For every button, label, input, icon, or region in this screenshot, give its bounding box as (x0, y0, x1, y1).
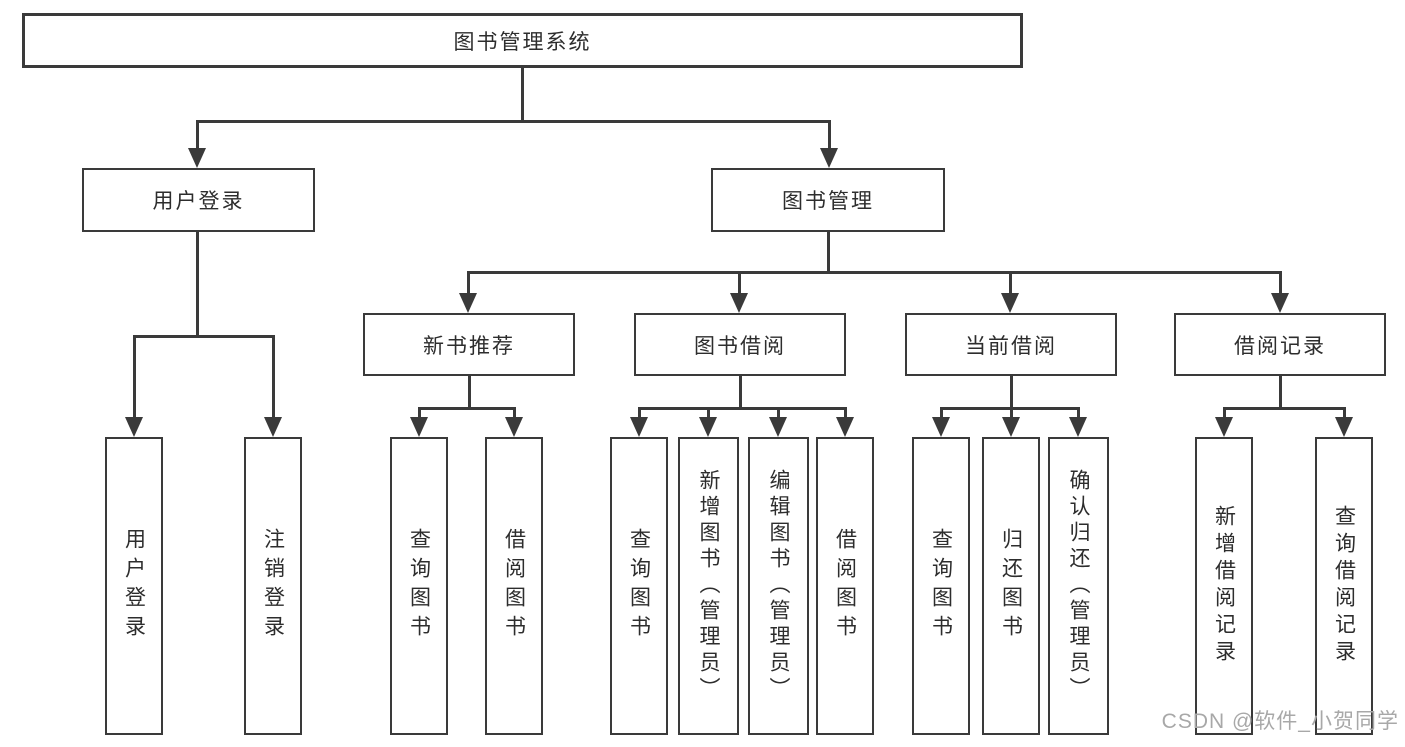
arrow-down-icon (836, 417, 854, 437)
connector-line (132, 335, 136, 419)
arrow-down-icon (932, 417, 950, 437)
leaf-query-books-2-label: 查询图书 (627, 528, 651, 644)
connector-line (939, 407, 943, 419)
leaf-user-login: 用户登录 (105, 437, 163, 735)
connector-line (417, 407, 421, 419)
leaf-logout-label: 注销登录 (261, 528, 285, 644)
leaf-borrow-books-2: 借阅图书 (816, 437, 874, 735)
connector-line (195, 120, 199, 150)
connector-line (1008, 271, 1012, 295)
connector-line (1278, 271, 1282, 295)
leaf-borrow-books-1-label: 借阅图书 (502, 528, 526, 644)
arrow-down-icon (820, 148, 838, 168)
leaf-return-books-label: 归还图书 (999, 528, 1023, 644)
leaf-query-books-1-label: 查询图书 (407, 528, 431, 644)
leaf-confirm-return-admin-label: 确认归还（管理员） (1067, 469, 1090, 703)
leaf-add-book-admin: 新增图书（管理员） (678, 437, 739, 735)
node-new-book-recommend: 新书推荐 (363, 313, 575, 376)
leaf-borrow-books-2-label: 借阅图书 (833, 528, 857, 644)
leaf-query-borrow-record-label: 查询借阅记录 (1332, 505, 1356, 667)
leaf-add-book-admin-label: 新增图书（管理员） (697, 469, 720, 703)
leaf-query-books-3-label: 查询图书 (929, 528, 953, 644)
leaf-borrow-books-1: 借阅图书 (485, 437, 543, 735)
connector-line (512, 407, 516, 419)
arrow-down-icon (1002, 417, 1020, 437)
connector-line (520, 68, 524, 120)
arrow-down-icon (630, 417, 648, 437)
connector-line (467, 376, 471, 407)
arrow-down-icon (1001, 293, 1019, 313)
arrow-down-icon (1069, 417, 1087, 437)
leaf-add-borrow-record: 新增借阅记录 (1195, 437, 1253, 735)
connector-line (738, 376, 742, 407)
leaf-query-borrow-record: 查询借阅记录 (1315, 437, 1373, 735)
connector-line (939, 407, 1079, 410)
arrow-down-icon (730, 293, 748, 313)
connector-line (1076, 407, 1080, 419)
arrow-down-icon (505, 417, 523, 437)
connector-line (1009, 407, 1013, 419)
connector-line (195, 232, 199, 335)
arrow-down-icon (125, 417, 143, 437)
arrow-down-icon (1271, 293, 1289, 313)
arrow-down-icon (410, 417, 428, 437)
leaf-query-books-1: 查询图书 (390, 437, 448, 735)
node-book-management: 图书管理 (711, 168, 945, 232)
leaf-user-login-label: 用户登录 (122, 528, 146, 644)
node-borrow-records: 借阅记录 (1174, 313, 1386, 376)
csdn-watermark: CSDN @软件_小贺同学 (1161, 710, 1399, 733)
connector-line (467, 271, 1281, 274)
connector-line (1009, 376, 1013, 407)
connector-line (843, 407, 847, 419)
connector-line (637, 407, 641, 419)
connector-line (637, 407, 846, 410)
connector-line (417, 407, 515, 410)
connector-line (706, 407, 710, 419)
leaf-edit-book-admin-label: 编辑图书（管理员） (767, 469, 790, 703)
connector-line (737, 271, 741, 295)
arrow-down-icon (459, 293, 477, 313)
arrow-down-icon (1215, 417, 1233, 437)
leaf-query-books-3: 查询图书 (912, 437, 970, 735)
connector-line (827, 120, 831, 150)
leaf-edit-book-admin: 编辑图书（管理员） (748, 437, 809, 735)
leaf-add-borrow-record-label: 新增借阅记录 (1212, 505, 1236, 667)
connector-line (776, 407, 780, 419)
connector-line (1342, 407, 1346, 419)
connector-line (132, 335, 275, 338)
node-current-borrow: 当前借阅 (905, 313, 1117, 376)
leaf-confirm-return-admin: 确认归还（管理员） (1048, 437, 1109, 735)
connector-line (1222, 407, 1226, 419)
arrow-down-icon (188, 148, 206, 168)
arrow-down-icon (264, 417, 282, 437)
arrow-down-icon (699, 417, 717, 437)
arrow-down-icon (769, 417, 787, 437)
node-book-borrow: 图书借阅 (634, 313, 846, 376)
leaf-logout: 注销登录 (244, 437, 302, 735)
leaf-query-books-2: 查询图书 (610, 437, 668, 735)
connector-line (195, 120, 831, 123)
connector-line (271, 335, 275, 419)
arrow-down-icon (1335, 417, 1353, 437)
leaf-return-books: 归还图书 (982, 437, 1040, 735)
node-user-login: 用户登录 (82, 168, 315, 232)
connector-line (1222, 407, 1345, 410)
connector-line (1278, 376, 1282, 407)
node-library-system: 图书管理系统 (22, 13, 1023, 68)
connector-line (466, 271, 470, 295)
connector-line (826, 232, 830, 271)
